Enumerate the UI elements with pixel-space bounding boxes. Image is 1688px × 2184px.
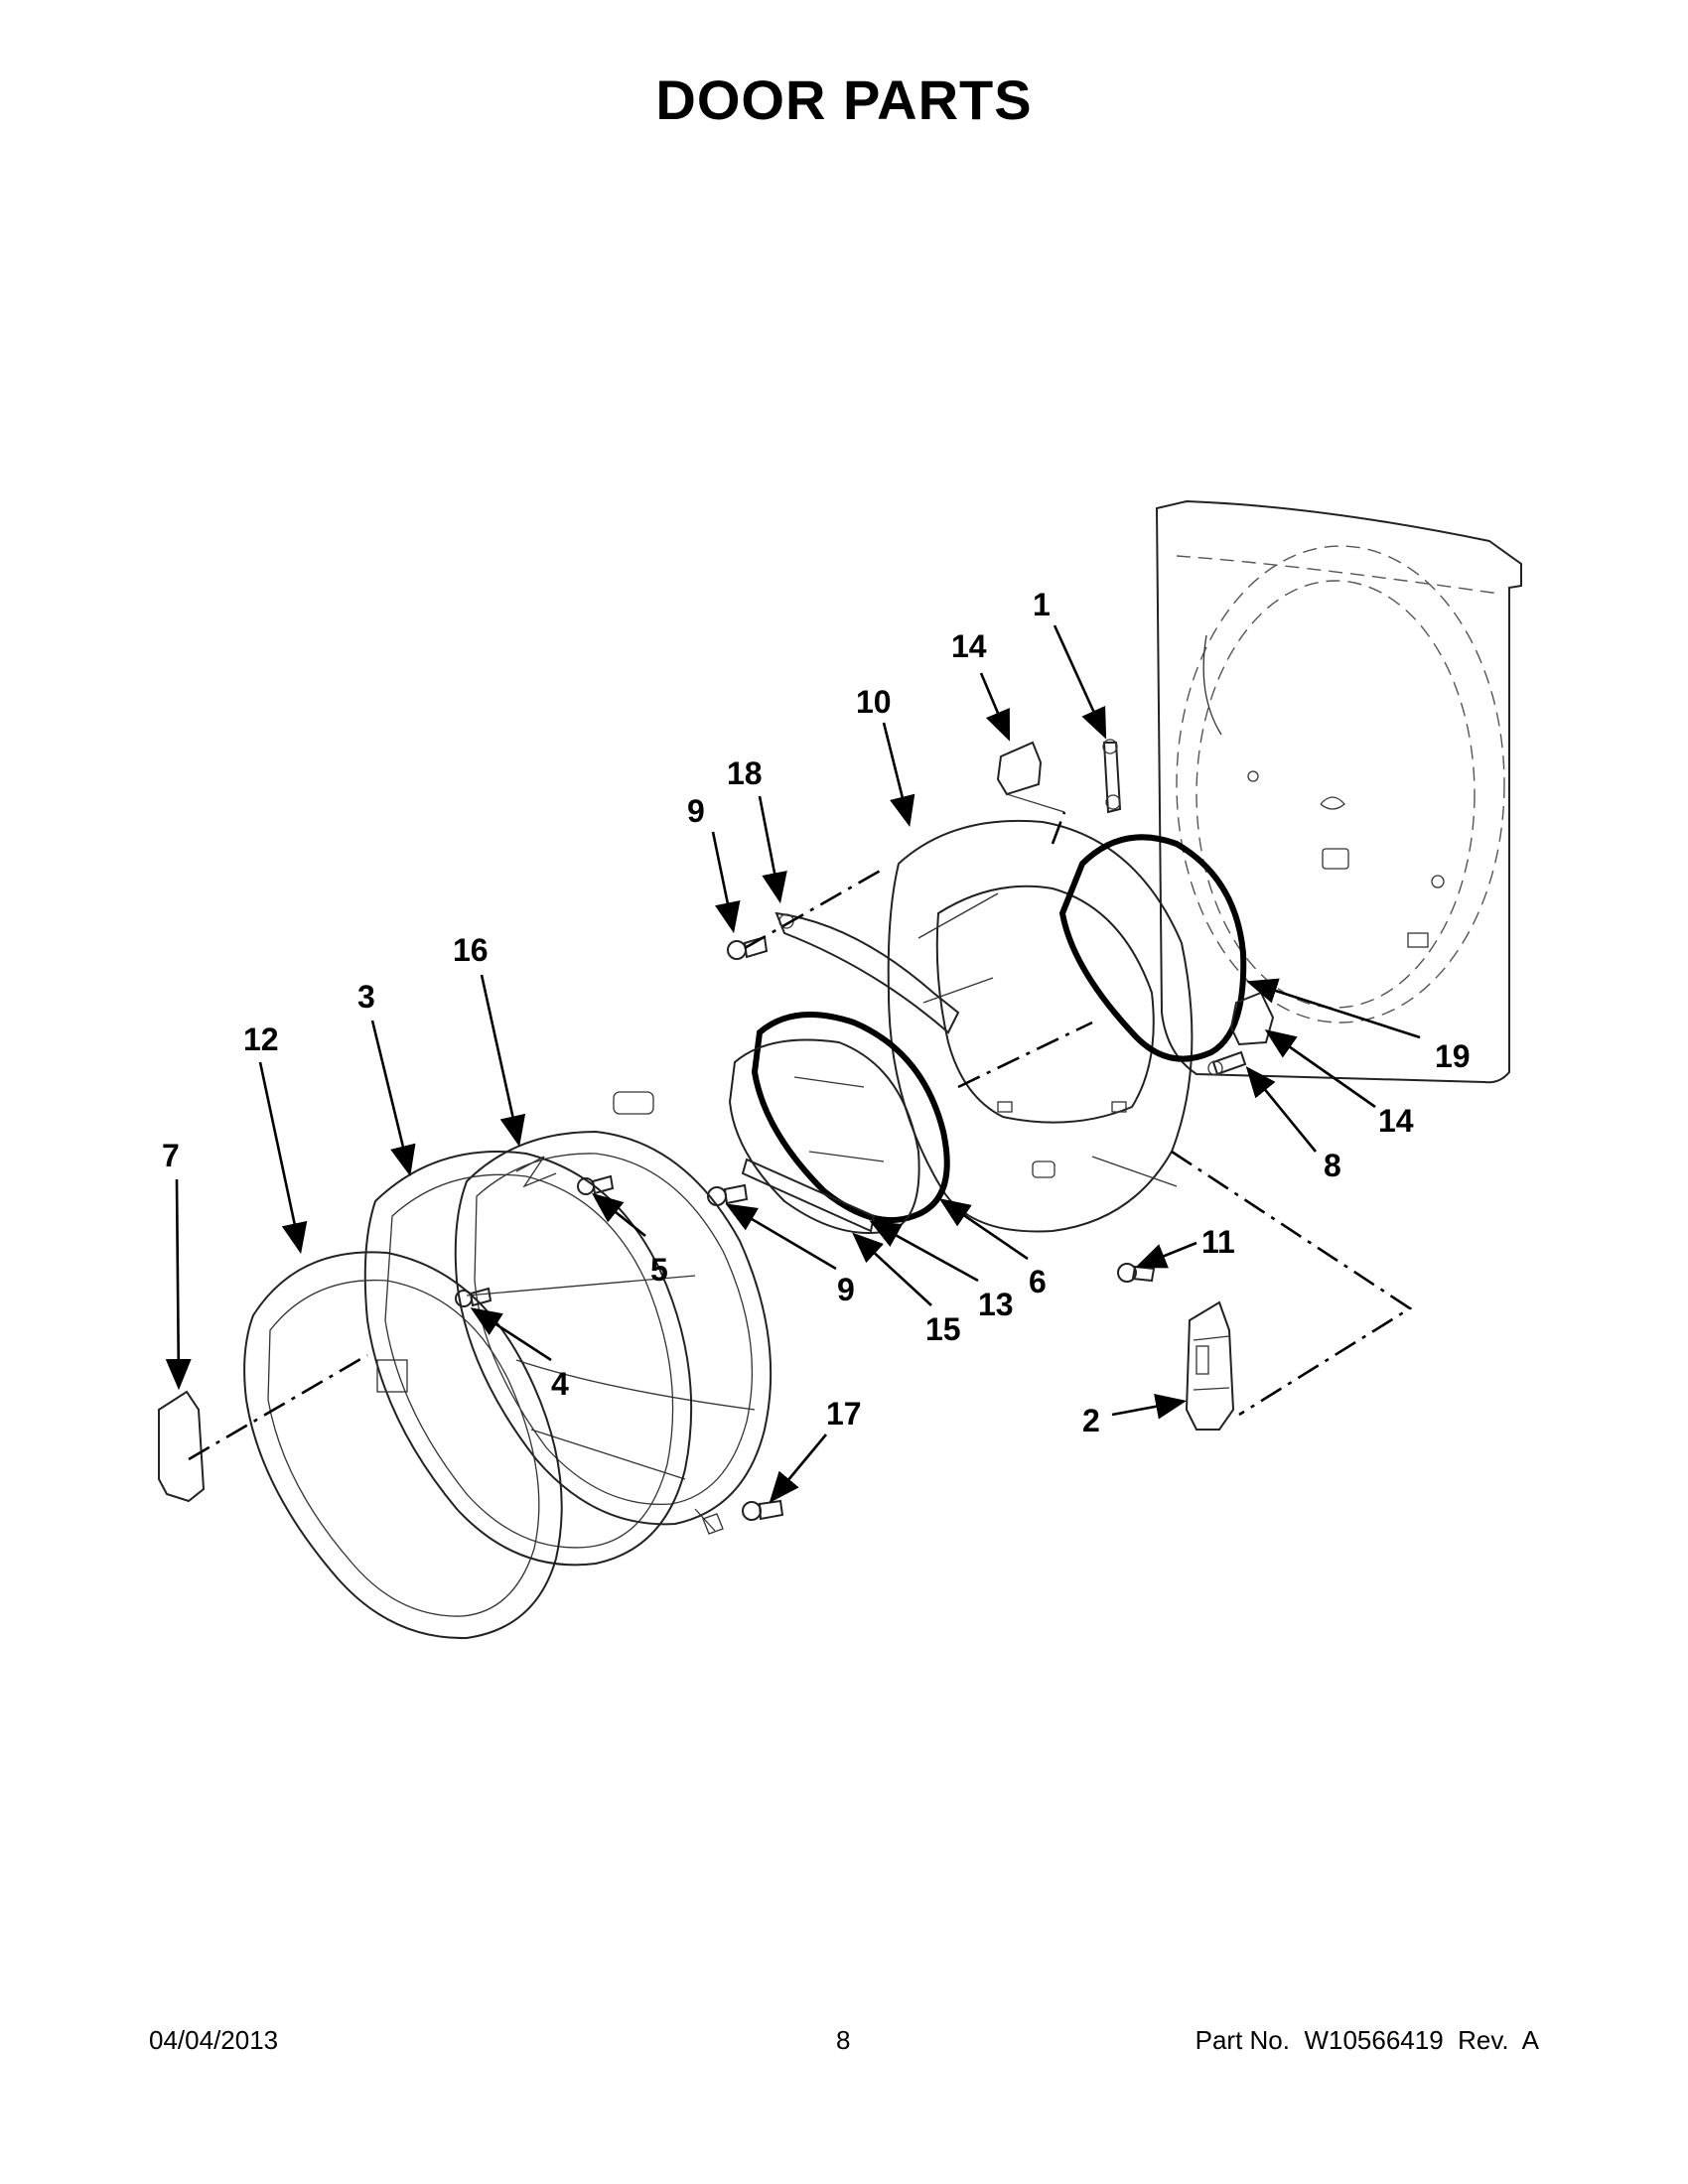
outer-trim-ring-part-12 [243,1251,563,1640]
alignment-line-handle [188,1353,368,1461]
callout-3: 3 [357,979,375,1015]
callout-1: 1 [1033,587,1051,622]
page-title: DOOR PARTS [655,68,1033,131]
callout-2: 2 [1082,1403,1100,1438]
callout-17: 17 [826,1396,862,1432]
footer-date: 04/04/2013 [149,2025,279,2055]
callout-8: 8 [1324,1148,1341,1183]
window-gasket-part-6 [751,1012,950,1224]
callout-14-right: 14 [1378,1103,1414,1139]
screw-part-17 [702,1499,784,1535]
hinge-part-2 [1185,1300,1235,1431]
front-panel [1155,499,1522,1084]
exploded-door-diagram: 1 14 10 18 9 16 3 12 7 19 14 8 5 9 6 13 … [158,499,1522,1640]
callout-12: 12 [243,1022,279,1057]
callout-6: 6 [1029,1264,1047,1299]
screw-part-11 [1117,1263,1156,1283]
callout-14-top: 14 [951,628,987,664]
callout-9-bottom: 9 [837,1272,855,1307]
handle-cover-part-7 [158,1390,206,1503]
screw-part-8 [1207,1050,1247,1076]
footer-part-number: Part No. W10566419 Rev. A [1195,2025,1539,2055]
hinge-pin-part-1 [1102,739,1122,814]
alignment-line-strike [1051,811,1066,845]
callout-10: 10 [856,684,892,720]
callout-5: 5 [650,1252,668,1288]
screw-part-4 [455,1287,492,1307]
callout-4: 4 [551,1366,569,1402]
callout-11: 11 [1201,1224,1235,1260]
callout-15: 15 [925,1311,961,1347]
strike-part-14-top [996,741,1065,813]
door-seal-part-19 [1058,834,1247,1062]
callout-13: 13 [978,1287,1014,1322]
callout-18: 18 [727,755,763,791]
callout-9-top: 9 [687,793,705,829]
alignment-line-hinge [1171,1150,1413,1417]
inner-door-frame-part-10 [887,819,1194,1233]
leader-arrows [165,624,1421,1503]
callout-16: 16 [453,932,489,968]
alignment-line-top-hinge [744,867,885,950]
footer-page-number: 8 [836,2025,851,2055]
alignment-line-center [957,1021,1093,1089]
inner-glass-part-13 [728,1038,920,1234]
callout-19: 19 [1435,1038,1471,1074]
callout-7: 7 [162,1138,180,1173]
outer-door-panel-part-16 [454,1091,773,1532]
